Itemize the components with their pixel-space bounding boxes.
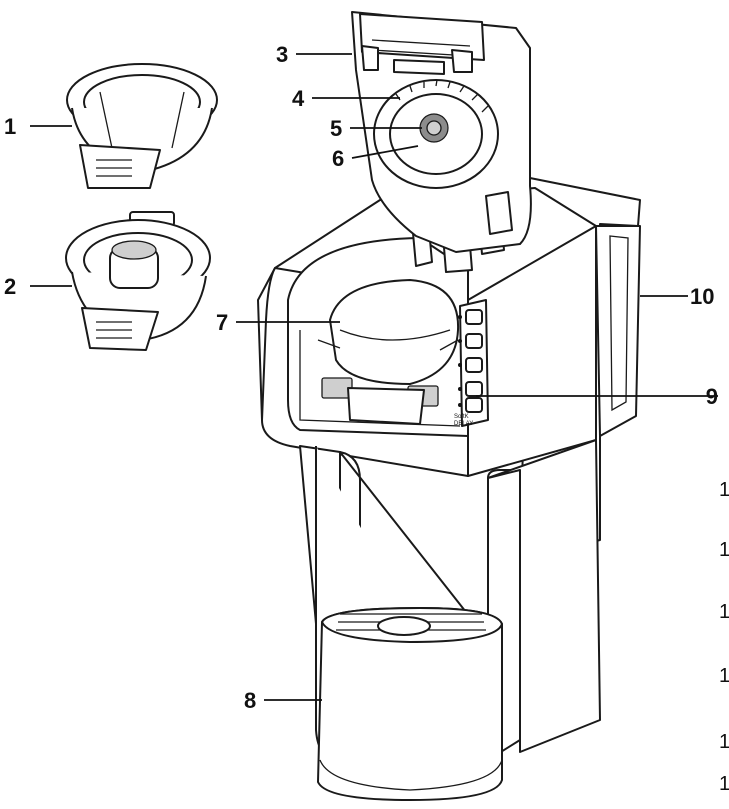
callout-8: 8 bbox=[244, 688, 256, 713]
edge-label-5: 1 bbox=[719, 731, 729, 753]
callout-1: 1 bbox=[4, 114, 16, 139]
callout-7: 7 bbox=[216, 310, 228, 335]
control-button-5[interactable] bbox=[465, 397, 483, 413]
pod-holder-large bbox=[65, 211, 211, 351]
callout-9: 9 bbox=[706, 384, 718, 409]
callout-2: 2 bbox=[4, 274, 16, 299]
control-button-2[interactable] bbox=[465, 333, 483, 349]
drip-tray bbox=[317, 607, 503, 801]
callout-3: 3 bbox=[276, 42, 288, 67]
edge-label-6: 1 bbox=[719, 773, 729, 795]
callout-5: 5 bbox=[330, 116, 342, 141]
control-button-3[interactable] bbox=[465, 357, 483, 373]
control-panel: SoftK DELAY bbox=[454, 299, 489, 427]
callout-6: 6 bbox=[332, 146, 344, 171]
control-button-1[interactable] bbox=[465, 309, 483, 325]
panel-text-line1: SoftK bbox=[454, 414, 469, 420]
callout-10: 10 bbox=[690, 284, 714, 309]
pod-holder-small bbox=[66, 63, 218, 189]
edge-label-2: 1 bbox=[719, 539, 729, 561]
leader-lines bbox=[30, 53, 718, 701]
edge-label-1: 1 bbox=[719, 479, 729, 501]
panel-text-line2: DELAY bbox=[454, 421, 473, 427]
control-button-4[interactable] bbox=[465, 381, 483, 397]
edge-label-3: 1 bbox=[719, 601, 729, 623]
edge-label-4: 1 bbox=[719, 665, 729, 687]
callout-4: 4 bbox=[292, 86, 305, 111]
